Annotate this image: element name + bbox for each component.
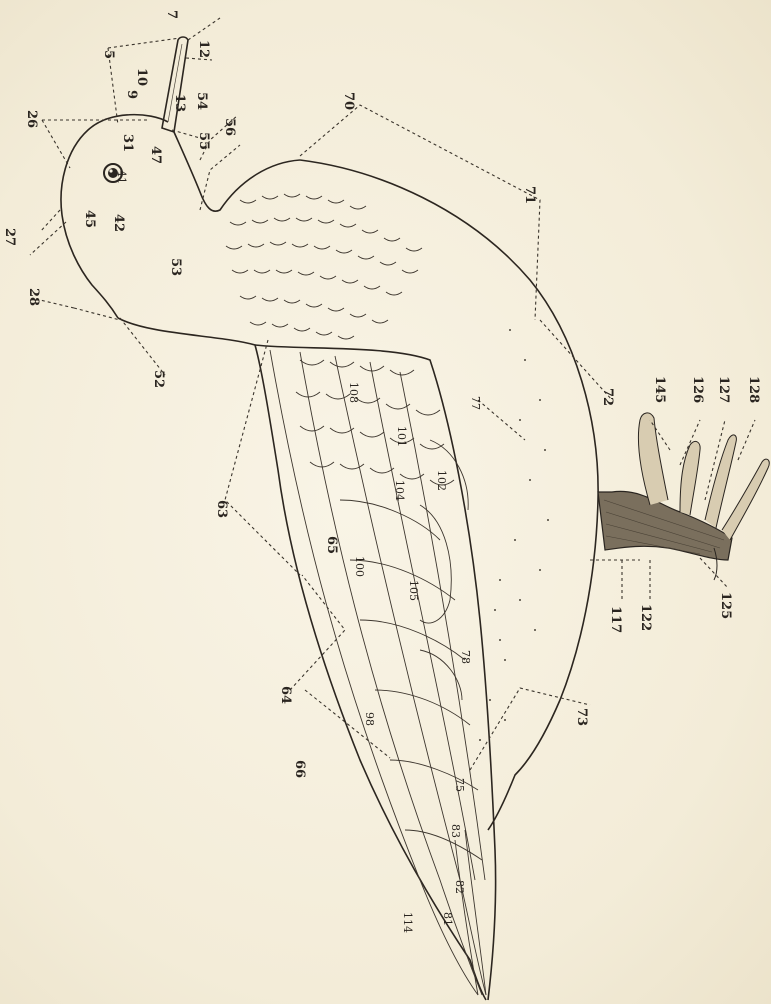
label-75: 75	[453, 778, 466, 792]
label-65: 65	[324, 536, 339, 554]
label-9: 9	[124, 90, 139, 99]
label-31: 31	[120, 134, 135, 152]
label-145: 145	[652, 376, 667, 403]
label-55: 55	[196, 132, 211, 150]
label-81: 81	[441, 912, 454, 926]
label-71: 71	[522, 186, 537, 204]
leader-lines	[30, 18, 755, 770]
label-12: 12	[196, 40, 211, 58]
label-101: 101	[395, 426, 408, 447]
label-108: 108	[347, 382, 360, 403]
label-128: 128	[746, 376, 761, 403]
label-102: 102	[435, 470, 448, 491]
label-77: 77	[469, 396, 482, 410]
label-78: 78	[459, 650, 472, 664]
label-122: 122	[638, 604, 653, 631]
label-13: 13	[172, 94, 187, 112]
breast-feathers	[226, 194, 422, 339]
wing-covert-feathers	[296, 360, 454, 485]
label-83: 83	[449, 824, 462, 838]
label-5: 5	[101, 50, 116, 59]
label-26: 26	[24, 110, 39, 128]
label-70: 70	[341, 92, 356, 110]
label-117: 117	[608, 606, 623, 633]
label-66: 66	[292, 760, 307, 778]
throat-outline	[174, 132, 300, 211]
label-98: 98	[363, 712, 376, 726]
body-outline	[300, 160, 598, 830]
label-54: 54	[194, 92, 209, 110]
label-45: 45	[82, 210, 97, 228]
label-127: 127	[716, 376, 731, 403]
label-72: 72	[600, 388, 615, 406]
label-114: 114	[401, 912, 414, 933]
wing-outline	[255, 345, 496, 1000]
label-53: 53	[168, 258, 183, 276]
label-10: 10	[134, 68, 149, 86]
label-125: 125	[718, 592, 733, 619]
bird-drawing	[61, 37, 769, 1000]
label-63: 63	[214, 500, 229, 518]
label-7: 7	[164, 10, 179, 19]
label-105: 105	[407, 580, 420, 601]
label-47: 47	[148, 146, 163, 164]
label-41: 41	[115, 170, 128, 184]
label-56: 56	[222, 118, 237, 136]
label-52: 52	[151, 370, 166, 388]
label-126: 126	[690, 376, 705, 403]
belly-stipple	[479, 329, 549, 741]
label-27: 27	[2, 228, 17, 246]
label-42: 42	[111, 214, 126, 232]
leg-and-foot	[598, 413, 769, 580]
label-73: 73	[574, 708, 589, 726]
label-82: 82	[453, 880, 466, 894]
label-104: 104	[393, 480, 406, 501]
label-64: 64	[278, 686, 293, 704]
label-100: 100	[353, 556, 366, 577]
label-28: 28	[26, 288, 41, 306]
